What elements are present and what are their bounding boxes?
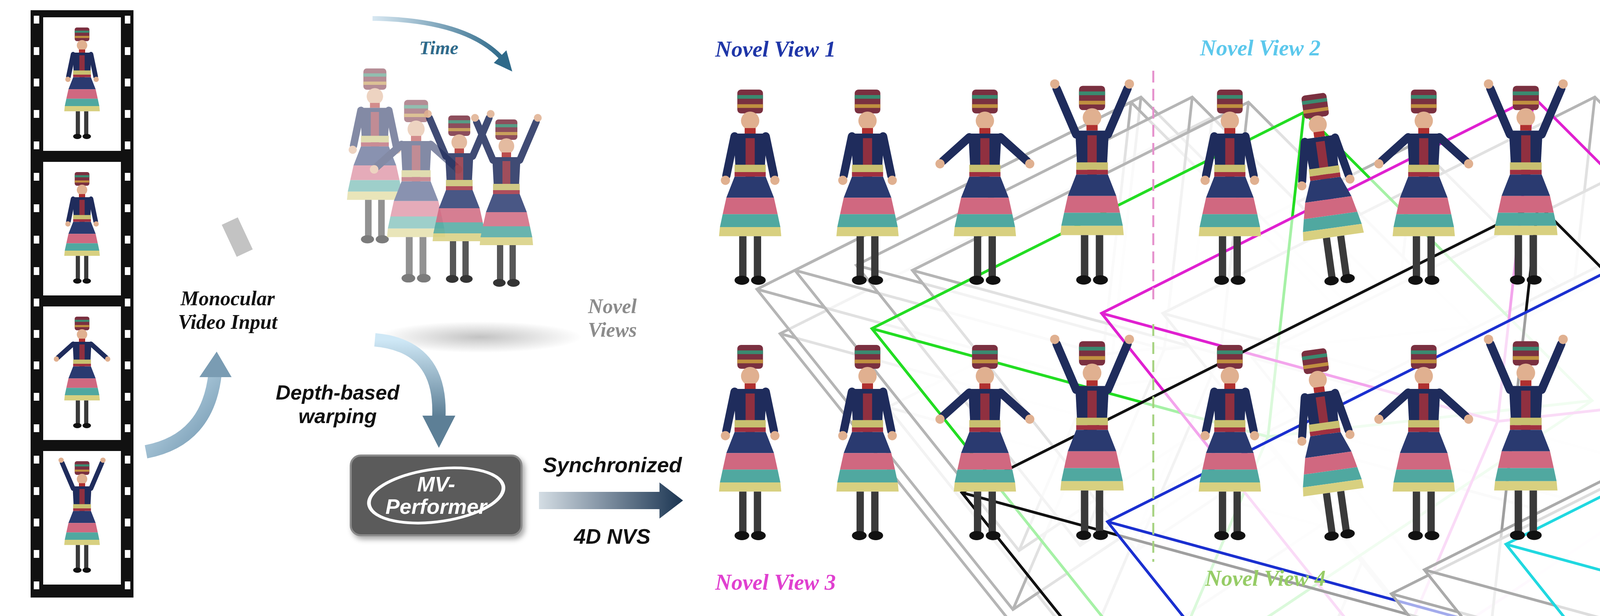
camera-ring <box>221 68 1600 616</box>
novel-view-2-figures <box>1198 79 1568 289</box>
model-name: MV- Performer <box>363 472 509 517</box>
view-title: Novel View 4 <box>1202 564 1328 592</box>
novel-views-label: Novel Views <box>566 293 658 343</box>
arrow-label: Synchronized <box>540 451 685 478</box>
model-box: MV- Performer <box>349 454 523 536</box>
time-label: Time <box>416 36 461 60</box>
novel-view-3-figures <box>719 334 1135 540</box>
arrow-label: 4D NVS <box>571 522 653 549</box>
film-strip <box>30 10 134 598</box>
view-title: Novel View 1 <box>712 35 839 63</box>
novel-view-1-figures <box>719 79 1135 285</box>
input-label: Monocular Video Input <box>160 285 295 335</box>
time-arrow <box>372 18 513 72</box>
novel-view-4-figures <box>1198 334 1568 544</box>
warping-label: Depth-based warping <box>252 379 423 429</box>
output-arrow <box>538 482 684 519</box>
input-arrow <box>146 351 232 452</box>
view-title: Novel View 3 <box>712 568 839 596</box>
view-title: Novel View 2 <box>1197 34 1323 62</box>
quadrant-dividers <box>683 70 1593 562</box>
